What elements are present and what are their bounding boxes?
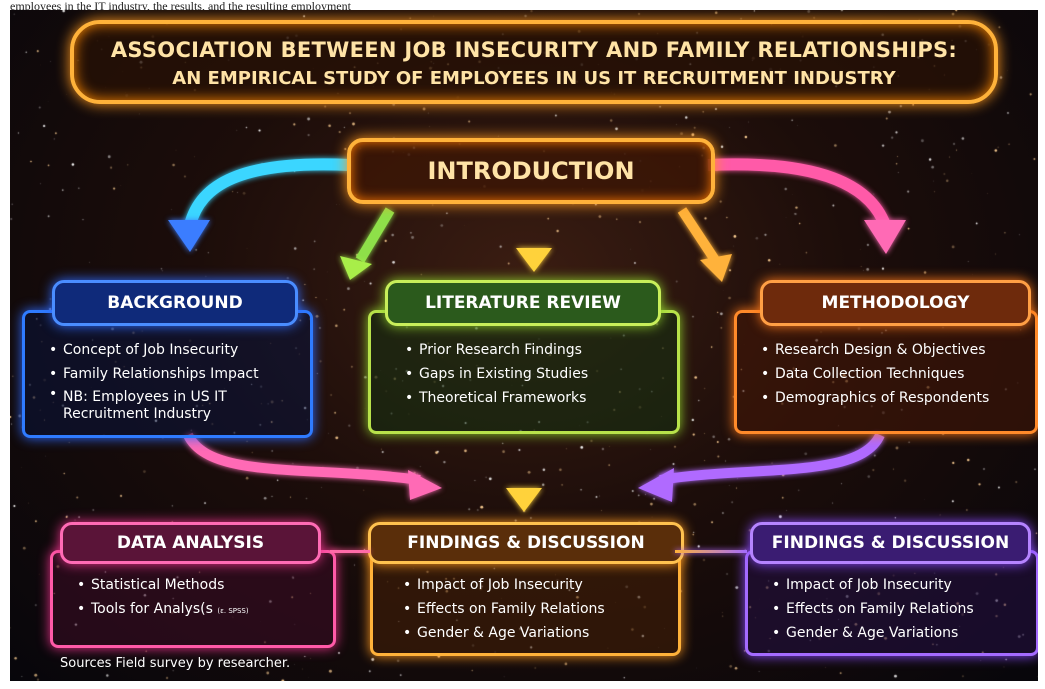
source-note: Sources Field survey by researcher.	[60, 656, 291, 671]
findings-center-item: Effects on Family Relations	[395, 597, 678, 621]
background-item: Family Relationships Impact	[41, 362, 310, 386]
arrow-background-to-findings	[183, 432, 421, 485]
data-analysis-panel: Statistical Methods Tools for Analys(s (…	[50, 550, 336, 648]
page-caption: employees in the IT industry, the result…	[10, 0, 351, 13]
arrow-intro-to-methodology	[707, 158, 891, 228]
data-analysis-tools-suffix: (ε. SPSS)	[217, 607, 249, 615]
introduction-node: INTRODUCTION	[347, 138, 715, 204]
findings-center-item: Impact of Job Insecurity	[395, 573, 678, 597]
connector-data-analysis-findings	[330, 550, 370, 553]
connector-findings-findings	[675, 550, 747, 553]
data-analysis-item: Statistical Methods	[69, 573, 333, 597]
poster-title: ASSOCIATION BETWEEN JOB INSECURITY AND F…	[70, 20, 998, 104]
methodology-panel: Research Design & Objectives Data Collec…	[734, 310, 1038, 434]
background-heading: BACKGROUND	[52, 280, 298, 326]
arrow-intro-to-methodology-left	[677, 207, 720, 263]
findings-center-panel: Impact of Job Insecurity Effects on Fami…	[370, 550, 681, 656]
findings-right-heading: FINDINGS & DISCUSSION	[750, 522, 1031, 564]
literature-item: Prior Research Findings	[397, 338, 677, 362]
arrow-layer	[168, 158, 906, 512]
literature-item: Gaps in Existing Studies	[397, 362, 677, 386]
title-line-1: ASSOCIATION BETWEEN JOB INSECURITY AND F…	[110, 38, 958, 62]
findings-center-item: Gender & Age Variations	[395, 621, 678, 645]
arrow-methodology-to-findings	[659, 432, 885, 485]
background-panel: Concept of Job Insecurity Family Relatio…	[22, 310, 313, 438]
literature-panel: Prior Research Findings Gaps in Existing…	[368, 310, 680, 434]
arrowhead-findings-center	[506, 488, 542, 512]
findings-right-item: Gender & Age Variations	[764, 621, 1036, 645]
background-item: NB: Employees in US IT Recruitment Indus…	[41, 386, 283, 423]
arrowhead-literature-left	[340, 256, 372, 280]
literature-heading: LITERATURE REVIEW	[385, 280, 661, 326]
arrowhead-background	[168, 220, 210, 252]
findings-right-panel: Impact of Job Insecurity Effects on Fami…	[745, 550, 1038, 656]
arrow-intro-to-background	[184, 158, 351, 227]
arrowhead-findings-left	[408, 470, 442, 500]
data-analysis-heading: DATA ANALYSIS	[60, 522, 321, 564]
findings-center-heading: FINDINGS & DISCUSSION	[368, 522, 684, 564]
arrowhead-literature-center	[516, 248, 552, 272]
data-analysis-tools-text: Tools for Analys(s	[91, 601, 213, 617]
arrowhead-methodology-left	[700, 254, 732, 282]
methodology-heading: METHODOLOGY	[760, 280, 1031, 326]
findings-right-item: Impact of Job Insecurity	[764, 573, 1036, 597]
methodology-item: Research Design & Objectives	[753, 338, 1035, 362]
arrowhead-findings-right	[638, 468, 674, 502]
data-analysis-item: Tools for Analys(s (ε. SPSS)	[69, 597, 333, 623]
background-item: Concept of Job Insecurity	[41, 338, 310, 362]
arrowhead-methodology	[864, 220, 906, 254]
literature-item: Theoretical Frameworks	[397, 386, 677, 410]
arrow-intro-to-literature-left	[355, 207, 395, 263]
methodology-item: Demographics of Respondents	[753, 386, 1035, 410]
methodology-item: Data Collection Techniques	[753, 362, 1035, 386]
title-line-2: AN EMPIRICAL STUDY OF EMPLOYEES IN US IT…	[172, 68, 896, 89]
flowchart-poster: ASSOCIATION BETWEEN JOB INSECURITY AND F…	[10, 10, 1038, 681]
findings-right-item: Effects on Family Relations	[764, 597, 1036, 621]
